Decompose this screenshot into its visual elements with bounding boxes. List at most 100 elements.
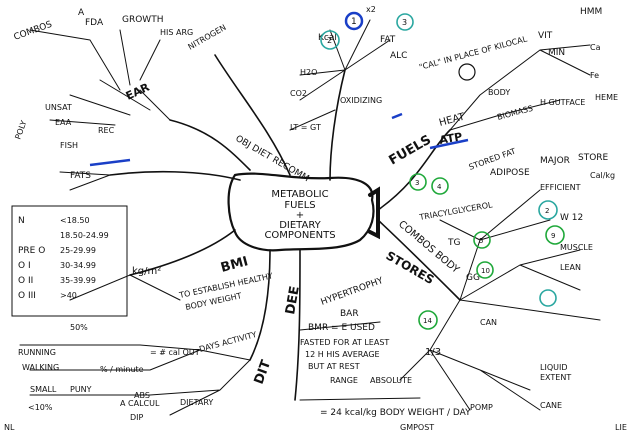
bmi-table: N <18.50 18.50-24.99 PRE O 25-29.99 O I … — [11, 205, 128, 317]
bmi-row-label: N — [18, 216, 25, 226]
dit-label: DIT — [252, 358, 275, 386]
svg-text:Ca: Ca — [590, 43, 601, 52]
svg-text:FASTED FOR AT LEAST: FASTED FOR AT LEAST — [300, 338, 389, 347]
svg-text:CANE: CANE — [540, 401, 562, 410]
svg-text:UNSAT: UNSAT — [45, 103, 72, 112]
central-hub-outline — [227, 172, 375, 252]
svg-text:VIT: VIT — [538, 31, 553, 41]
svg-text:kg/m²: kg/m² — [132, 266, 161, 277]
svg-text:LT = GT: LT = GT — [290, 123, 321, 132]
svg-text:WALKING: WALKING — [22, 363, 59, 372]
center-line-4: DIETARY — [279, 220, 321, 231]
bmi-row-value: 30-34.99 — [60, 261, 96, 270]
svg-text:GG: GG — [466, 273, 480, 283]
fuels-label: FUELS — [387, 132, 434, 168]
bmi-row-label: O III — [18, 291, 36, 301]
blue-underline-atp — [429, 138, 469, 150]
svg-text:1/3: 1/3 — [425, 347, 441, 358]
svg-text:DIP: DIP — [130, 413, 144, 422]
svg-text:LIE: LIE — [615, 423, 627, 432]
svg-text:POMP: POMP — [470, 403, 493, 412]
top-left-twigs — [29, 29, 171, 191]
blue-underline-combos — [89, 158, 131, 167]
svg-text:x2: x2 — [366, 5, 376, 14]
svg-text:RUNNING: RUNNING — [18, 348, 56, 357]
svg-text:MAJOR: MAJOR — [540, 156, 570, 166]
bubble-2-text: 2 — [327, 36, 332, 45]
bubble-3-text: 3 — [402, 18, 407, 27]
svg-text:2: 2 — [545, 207, 549, 215]
top-right-twigs — [449, 44, 591, 131]
right-twigs — [439, 189, 601, 321]
bottom-cluster: BMR = E USED FASTED FOR AT LEAST 12 H HI… — [300, 276, 471, 432]
svg-text:POLY: POLY — [13, 119, 28, 140]
svg-text:HIS ARG: HIS ARG — [160, 28, 193, 37]
svg-text:Cal/kg: Cal/kg — [590, 171, 615, 180]
teal-bubble-3 — [396, 13, 414, 31]
top-right-cluster: "CAL" IN PLACE OF KILOCAL VIT MIN Ca Fe … — [418, 7, 618, 122]
svg-text:PUNY: PUNY — [70, 385, 92, 394]
top-middle-cluster: Kcal x2 FAT ALC H2O CO2 OXIDIZING LT = G… — [290, 5, 407, 132]
svg-text:ABSOLUTE: ABSOLUTE — [370, 376, 412, 385]
bmi-row-label: PRE O — [18, 246, 45, 256]
svg-text:RANGE: RANGE — [330, 376, 358, 385]
svg-text:TRIACYLGLYCEROL: TRIACYLGLYCEROL — [418, 200, 494, 222]
svg-text:H GUTFACE: H GUTFACE — [540, 98, 585, 107]
center-line-2: FUELS — [284, 200, 315, 211]
svg-text:COMBOS: COMBOS — [13, 20, 54, 43]
svg-text:REC: REC — [98, 126, 115, 135]
bmi-row-label: O I — [18, 261, 31, 271]
svg-text:HMM: HMM — [580, 7, 602, 17]
bmi-label: BMI — [219, 254, 250, 276]
svg-text:GROWTH: GROWTH — [122, 15, 163, 25]
ink-circle-min — [458, 63, 476, 81]
svg-text:14: 14 — [423, 317, 432, 325]
center-line-3: + — [296, 210, 304, 221]
teal-bubbles: 2 — [538, 200, 558, 307]
svg-text:50%: 50% — [70, 323, 88, 332]
svg-text:BUT AT REST: BUT AT REST — [308, 362, 360, 371]
center-line-5: COMPONENTS — [264, 230, 335, 241]
svg-text:Kcal: Kcal — [318, 33, 337, 43]
svg-text:BIOMASS: BIOMASS — [496, 104, 534, 122]
svg-text:A: A — [78, 8, 85, 18]
svg-text:LIQUID: LIQUID — [540, 363, 568, 372]
center-line-1: METABOLIC — [271, 189, 328, 200]
svg-text:EXTENT: EXTENT — [540, 373, 571, 382]
svg-text:SMALL: SMALL — [30, 385, 57, 394]
svg-text:CAN: CAN — [480, 318, 497, 327]
bmi-row-value: 18.50-24.99 — [60, 231, 109, 240]
svg-text:= 24 kcal/kg BODY WEIGHT / DAY: = 24 kcal/kg BODY WEIGHT / DAY — [320, 408, 471, 418]
svg-text:CO2: CO2 — [290, 89, 307, 98]
svg-text:DAYS ACTIVITY: DAYS ACTIVITY — [198, 330, 258, 354]
svg-text:FISH: FISH — [60, 141, 78, 150]
left-bottom-twigs — [19, 274, 251, 416]
top-middle-twigs — [289, 19, 391, 131]
svg-text:BMR = E USED: BMR = E USED — [308, 323, 375, 333]
svg-text:= # cal OUT: = # cal OUT — [150, 348, 200, 357]
svg-text:HEME: HEME — [595, 93, 618, 102]
bmi-table-box — [11, 205, 128, 317]
teal-bubble-2 — [320, 30, 340, 50]
green-bubbles: 3 4 5 10 9 14 — [409, 173, 565, 330]
svg-text:MUSCLE: MUSCLE — [560, 243, 593, 252]
hypertrophy-text: HYPERTROPHY — [320, 276, 385, 308]
bmi-row-value: <18.50 — [60, 216, 90, 225]
bmi-row-label: O II — [18, 276, 33, 286]
blue-bubble-1 — [344, 11, 364, 31]
svg-text:5: 5 — [479, 237, 483, 245]
svg-text:OXIDIZING: OXIDIZING — [340, 96, 382, 105]
svg-text:FDA: FDA — [85, 18, 104, 28]
svg-text:EFFICIENT: EFFICIENT — [540, 183, 581, 192]
svg-text:TG: TG — [447, 238, 460, 248]
svg-text:<10%: <10% — [28, 403, 53, 412]
fuels-connector — [368, 186, 380, 240]
svg-text:EAA: EAA — [55, 118, 72, 127]
svg-text:STORE: STORE — [578, 153, 609, 163]
svg-text:Fe: Fe — [590, 71, 599, 80]
bmi-row-value: >40 — [60, 291, 77, 300]
bmi-row-value: 35-39.99 — [60, 276, 96, 285]
bar-text: BAR — [340, 309, 359, 319]
svg-text:ADIPOSE: ADIPOSE — [490, 168, 530, 178]
svg-text:NL: NL — [4, 423, 15, 432]
